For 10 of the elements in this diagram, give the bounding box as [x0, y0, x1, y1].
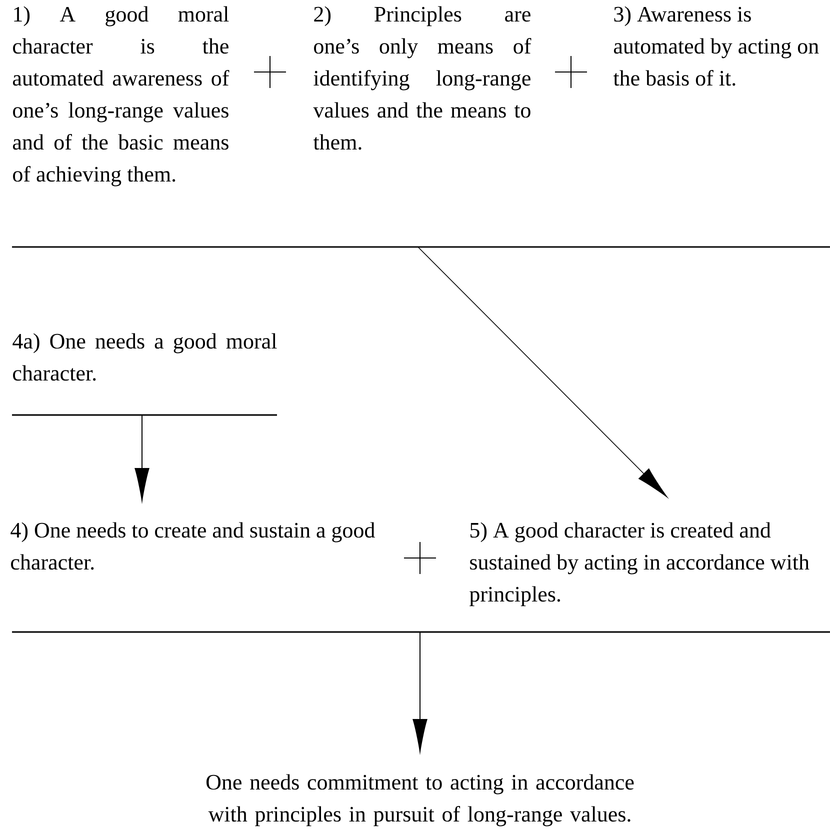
- statement-text: One needs commitment to acting in accordance with principles in pursuit of long-range values.: [206, 774, 634, 826]
- arrow: [418, 246, 668, 498]
- arrow: [412, 632, 428, 752]
- statement-text: 1) A good moral character is the automated awareness of one’s long-range values and of the basic means of achieving them.: [12, 6, 230, 186]
- statement-text: 2) Principles are one’s only means of identifying long-range values and the means to them.: [313, 6, 532, 150]
- statement-text: 4a) One needs a good moral character.: [12, 333, 277, 381]
- statement-text: 3) Awareness is automated by acting on the basis of it.: [613, 6, 819, 86]
- statement-text: 4) One needs to create and sustain a good character.: [10, 522, 375, 570]
- arrow: [134, 414, 150, 501]
- statement-text: 5) A good character is created and sustained by acting in accordance with principles.: [470, 522, 810, 606]
